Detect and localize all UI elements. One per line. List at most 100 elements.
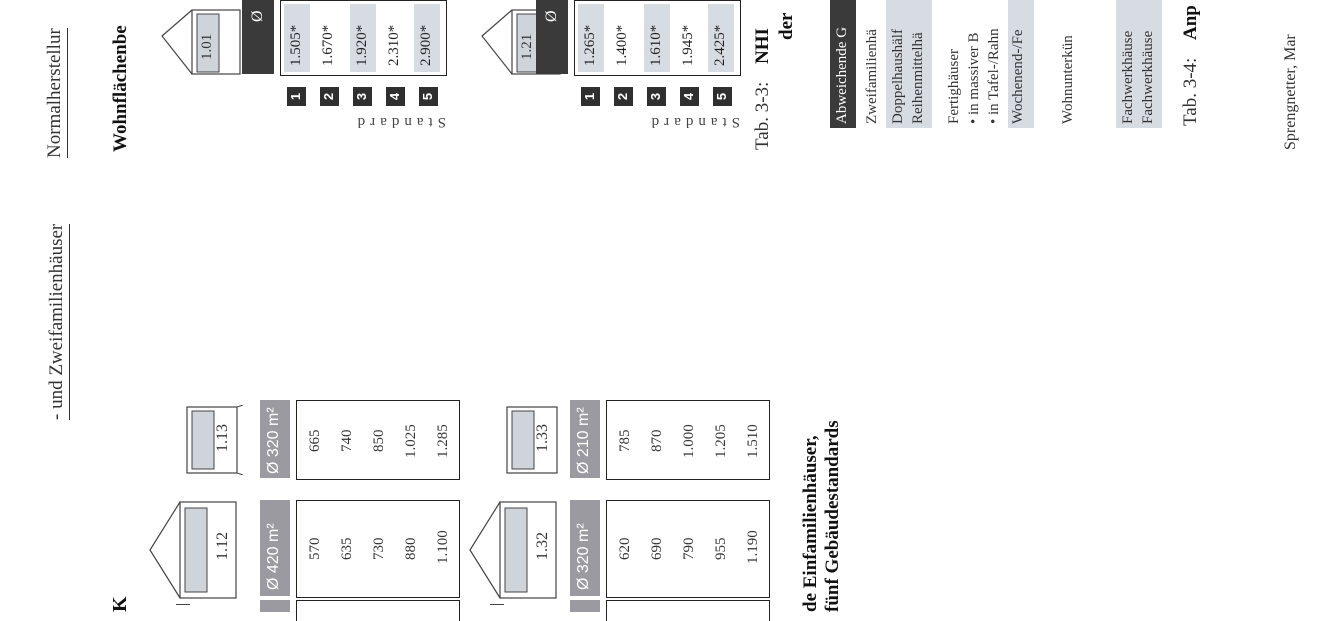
standard-chip: 5: [419, 87, 438, 106]
standard-chip: 5: [713, 87, 732, 106]
value-cell: 1.265*: [582, 24, 598, 66]
value-cell: 730: [371, 537, 387, 561]
value-cell: 850: [371, 429, 387, 453]
value-cell: 1.000: [681, 424, 697, 458]
value-shade: [414, 4, 440, 72]
value-cell: 880: [403, 537, 419, 561]
value-box: [296, 500, 460, 598]
standard-label: Standard: [352, 114, 446, 130]
table-caption-label: Tab. 3-4:: [1180, 57, 1201, 126]
row-label: Wochenend-/Fe: [1010, 29, 1026, 124]
value-cell: 1.610*: [648, 24, 664, 66]
standard-chip: 2: [320, 87, 339, 106]
right-running-header: Normalherstellur: [44, 28, 68, 158]
row-label: Reihenmittelhä: [910, 32, 926, 124]
page-footer: Sprengnetter, Mar: [1282, 34, 1299, 150]
section-letter: K: [109, 596, 131, 612]
section-bar: [830, 0, 856, 128]
area-band-partial: [570, 600, 600, 612]
table-caption-text-2: der: [776, 12, 797, 40]
value-box: [296, 400, 460, 480]
value-cell: 1.505*: [288, 24, 304, 66]
value-cell: 1.190: [745, 530, 761, 564]
caption-line-1: de Einfamilienhäuser,: [800, 435, 821, 612]
house-factor-label: 1.33: [534, 424, 551, 452]
house-factor-label: 1.32: [534, 532, 551, 560]
value-cell: 570: [307, 537, 323, 561]
table-caption-text: NHI: [752, 28, 773, 64]
house-factor-label: 1.12: [214, 532, 231, 560]
standard-chip: 1: [287, 87, 306, 106]
row-shade: [886, 0, 932, 128]
value-cell: 740: [339, 429, 355, 453]
row-shade: [1116, 0, 1162, 128]
value-cell: 2.900*: [418, 24, 434, 66]
value-cell: 2.310*: [386, 24, 402, 66]
house-factor-label: 1.01: [199, 33, 215, 60]
value-box: [606, 500, 770, 598]
area-label: Ø 320 m²: [575, 523, 592, 590]
area-band: [570, 500, 600, 596]
row-shade: [1008, 0, 1034, 128]
area-band: [260, 500, 290, 596]
value-cell: 1.510: [745, 424, 761, 458]
value-cell: 635: [339, 537, 355, 561]
value-cell: 870: [649, 429, 665, 453]
area-label: Ø 320 m²: [265, 407, 282, 474]
value-cell: 955: [713, 537, 729, 561]
area-label: Ø 420 m²: [265, 523, 282, 590]
value-cell: 1.205: [713, 424, 729, 458]
value-box-partial: [296, 600, 460, 621]
value-cell: 1.025: [403, 424, 419, 458]
house-partial-line: [176, 604, 190, 605]
house-factor-label: 1.21: [519, 33, 535, 60]
standard-chip: 4: [386, 87, 405, 106]
value-shade: [284, 4, 310, 72]
table-caption-text: Anp: [1180, 5, 1201, 40]
house-partial-line: [490, 604, 504, 605]
standard-chip: 3: [353, 87, 372, 106]
standard-chip: 3: [647, 87, 666, 106]
value-cell: 1.945*: [680, 24, 696, 66]
row-label: Fachwerkhäuse: [1120, 30, 1136, 124]
standard-chip: 4: [680, 87, 699, 106]
value-cell: 1.100: [435, 530, 451, 564]
section-bar-label: Abweichende G: [834, 26, 850, 124]
area-symbol: Ø: [543, 10, 560, 22]
value-cell: 1.920*: [354, 24, 370, 66]
value-shade: [350, 4, 376, 72]
standard-label: Standard: [646, 114, 740, 130]
value-cell: 785: [617, 429, 633, 453]
area-band-partial: [260, 600, 290, 612]
row-label: Doppelhaushälf: [890, 29, 906, 124]
area-band: [570, 400, 600, 478]
table-caption-label: Tab. 3-3:: [752, 81, 773, 150]
value-shade: [708, 4, 734, 72]
house-factor-label: 1.13: [214, 424, 231, 452]
value-cell: 690: [649, 537, 665, 561]
value-shade: [578, 4, 604, 72]
row-label: Wohnunterkün: [1060, 35, 1076, 124]
left-running-header: - und Zweifamilienhäuser: [46, 223, 70, 420]
value-box-partial: [606, 600, 770, 621]
area-label: Ø 210 m²: [575, 407, 592, 474]
area-band: [536, 0, 568, 74]
row-label: • in massiver B: [966, 32, 982, 125]
value-cell: 620: [617, 537, 633, 561]
row-label: Fachwerkhäuse: [1140, 30, 1156, 124]
value-box: [606, 400, 770, 480]
value-cell: 1.400*: [614, 24, 630, 66]
area-band: [242, 0, 274, 74]
caption-line-2: fünf Gebäudestandards: [822, 420, 843, 612]
value-cell: 2.425*: [712, 24, 728, 66]
row-label: • in Tafel-/Rahn: [986, 28, 1002, 124]
value-shade: [644, 4, 670, 72]
section-heading: Wohnflächenbe: [110, 25, 131, 152]
standard-chip: 2: [614, 87, 633, 106]
area-band: [260, 400, 290, 478]
value-cell: 665: [307, 429, 323, 453]
value-cell: 1.670*: [320, 24, 336, 66]
standard-chip: 1: [581, 87, 600, 106]
row-label: Fertighäuser: [946, 49, 962, 124]
area-symbol: Ø: [249, 10, 266, 22]
